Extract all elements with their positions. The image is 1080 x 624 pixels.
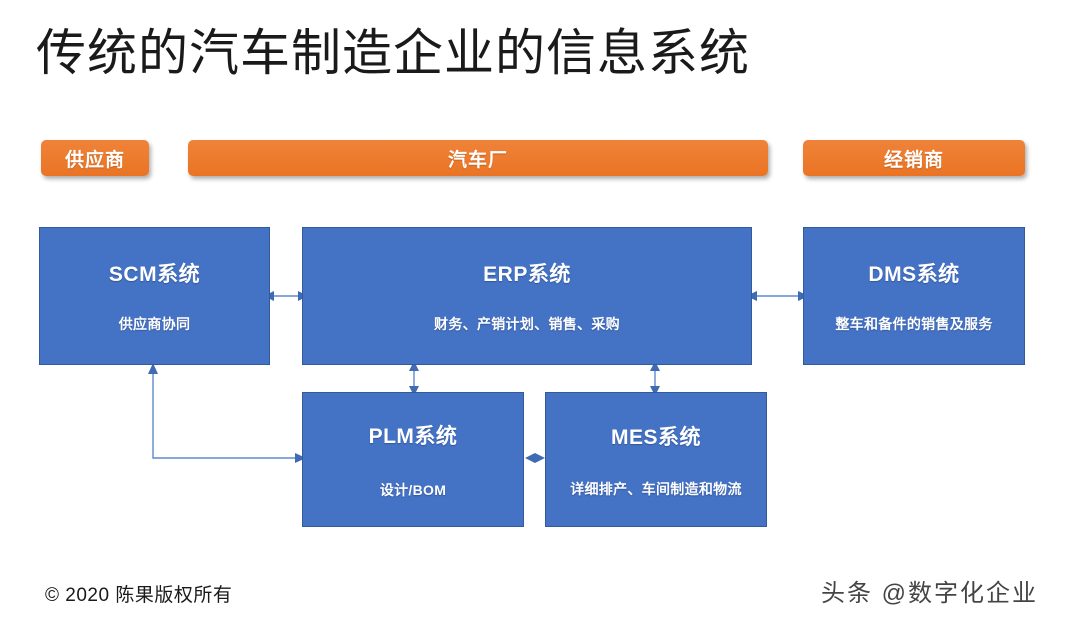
band-supplier: 供应商	[41, 140, 149, 176]
system-subtitle-scm: 供应商协同	[118, 316, 191, 332]
band-factory: 汽车厂	[188, 140, 768, 176]
copyright-notice: © 2020 陈果版权所有	[45, 585, 233, 606]
system-title-erp: ERP系统	[483, 263, 571, 286]
connector-erp-dms	[746, 291, 809, 301]
system-subtitle-plm: 设计/BOM	[379, 481, 447, 498]
band-dealer-label: 经销商	[883, 149, 944, 171]
band-dealer: 经销商	[803, 140, 1025, 176]
system-title-plm: PLM系统	[368, 424, 458, 448]
system-subtitle-mes: 详细排产、车间制造和物流	[570, 480, 742, 497]
connector-plm-scm	[148, 363, 306, 463]
system-title-mes: MES系统	[610, 425, 701, 449]
system-subtitle-erp: 财务、产销计划、销售、采购	[434, 316, 620, 332]
system-title-dms: DMS系统	[868, 263, 960, 286]
system-subtitle-dms: 整车和备件的销售及服务	[835, 316, 993, 332]
connector-plm-mes	[525, 453, 545, 463]
system-box-mes[interactable]: MES系统 详细排产、车间制造和物流	[545, 392, 767, 527]
connector-erp-plm	[409, 361, 419, 396]
system-title-scm: SCM系统	[108, 263, 201, 286]
band-supplier-label: 供应商	[64, 149, 125, 171]
band-factory-label: 汽车厂	[447, 149, 508, 171]
watermark: 头条 @数字化企业	[820, 580, 1038, 607]
connector-erp-mes	[650, 361, 660, 396]
system-box-plm[interactable]: PLM系统 设计/BOM	[302, 392, 524, 527]
system-box-dms[interactable]: DMS系统 整车和备件的销售及服务	[803, 227, 1025, 365]
system-box-erp[interactable]: ERP系统 财务、产销计划、销售、采购	[302, 227, 752, 365]
system-box-scm[interactable]: SCM系统 供应商协同	[39, 227, 270, 365]
page-title: 传统的汽车制造企业的信息系统	[36, 25, 750, 81]
